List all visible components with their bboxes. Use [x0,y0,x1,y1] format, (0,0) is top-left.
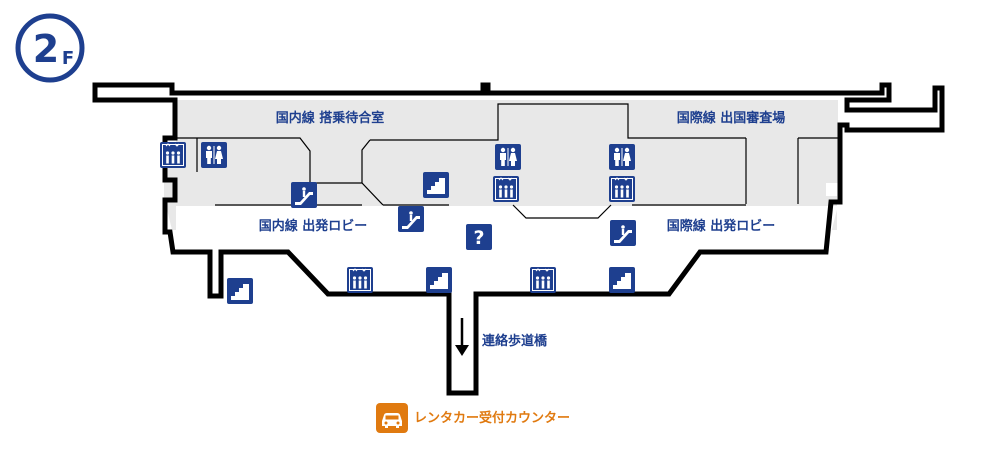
outer-wall [92,82,945,396]
floor-badge: 2 F [15,13,85,83]
bridge-arrow [455,318,469,356]
intl-departure-exam-label: 国際線 出国審査場 [677,110,786,126]
escalator-icon [291,182,317,208]
elevator-icon [529,266,557,294]
restroom-icon [200,141,228,169]
floor-suffix: F [62,48,74,69]
restroom-icon [608,143,636,171]
car-icon [376,403,408,433]
rental-car-label: レンタカー受付カウンター [414,410,570,426]
elevator-icon [608,175,636,203]
floor-number: 2 [33,27,59,71]
domestic-waiting-label: 国内線 搭乗待合室 [276,110,385,126]
stairs-icon [423,172,449,198]
elevator-icon [346,266,374,294]
restroom-icon [494,143,522,171]
interior-walls [176,103,840,219]
elevator-icon [159,141,187,169]
stairs-icon [609,267,635,293]
escalator-icon [398,206,424,232]
domestic-lobby-label: 国内線 出発ロビー [259,218,368,234]
stairs-icon [426,267,452,293]
intl-lobby-label: 国際線 出発ロビー [667,218,776,234]
bridge-label: 連絡歩道橋 [482,333,548,349]
elevator-icon [492,175,520,203]
escalator-icon [610,220,636,246]
stairs-icon [227,278,253,304]
information-icon[interactable] [466,224,492,250]
